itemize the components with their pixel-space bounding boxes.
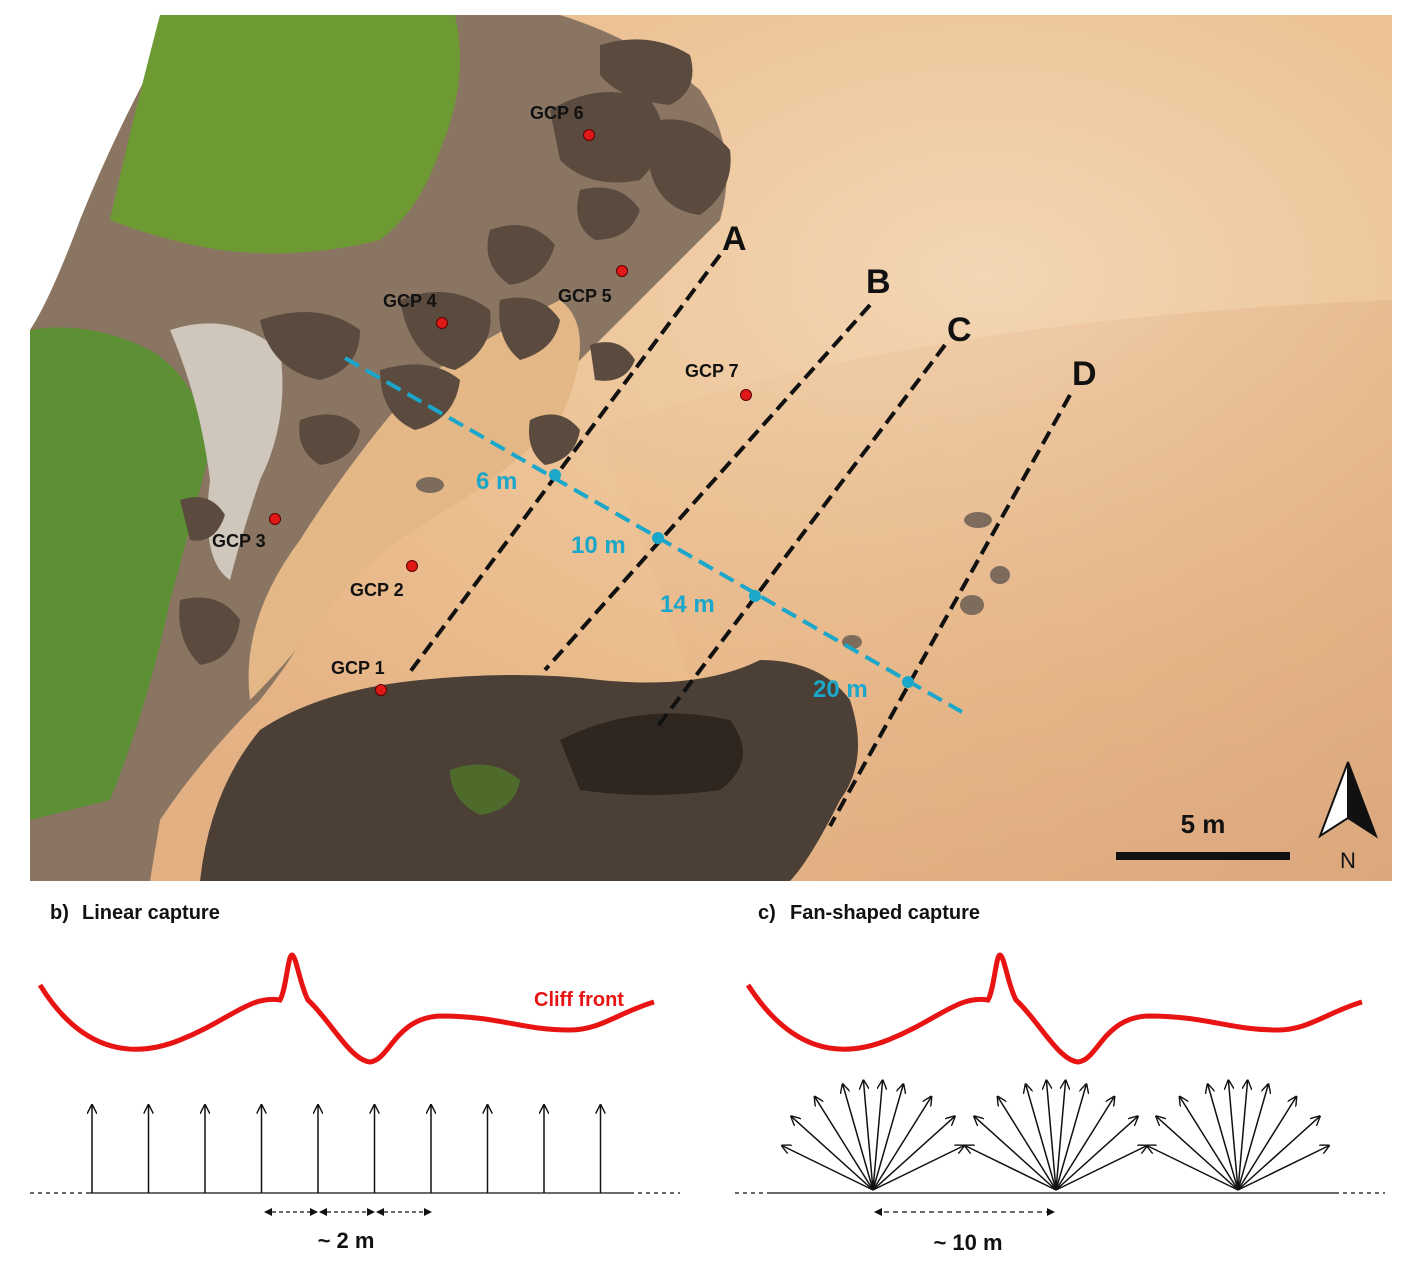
panel-c-title: Fan-shaped capture <box>790 902 980 924</box>
fan-capture-arrow <box>1237 1116 1320 1191</box>
fan-capture-arrow <box>1237 1097 1296 1191</box>
panel-a: a) <box>30 15 1392 881</box>
distance-point-c <box>749 590 761 602</box>
distance-label-a: 6 m <box>476 468 517 495</box>
fan-capture-arrow <box>1055 1080 1066 1191</box>
distance-points <box>549 469 914 688</box>
fan-capture-arrow <box>863 1080 874 1191</box>
fan-capture-arrow <box>1237 1146 1329 1191</box>
gcp-markers <box>269 129 752 696</box>
cliff-front-curve-linear <box>37 952 655 1065</box>
fan-capture-arrow <box>1237 1080 1248 1191</box>
transect-lines <box>408 253 1072 827</box>
transect-a-label: A <box>722 220 747 258</box>
transect-d-line <box>828 394 1072 827</box>
panel-c: c) Fan-shaped capture ~ 10 m <box>735 902 1385 1255</box>
fan-capture-arrow <box>974 1116 1057 1191</box>
linear-capture-arrows <box>92 1105 601 1193</box>
fan-capture-arrow <box>872 1080 883 1191</box>
fan-capture-arrow <box>1156 1116 1239 1191</box>
gcp1-marker <box>375 684 387 696</box>
distance-label-c: 14 m <box>660 591 715 618</box>
gcp2-marker <box>406 560 418 572</box>
fan-capture-arrow <box>843 1084 874 1191</box>
linear-spacing-label: ~ 2 m <box>318 1228 375 1253</box>
boulders-beach <box>416 477 1010 649</box>
fan-capture-arrow <box>1180 1097 1239 1191</box>
fan-capture-arrow <box>1026 1084 1057 1191</box>
gcp6-marker <box>583 129 595 141</box>
transect-letters: A B C D <box>722 220 1097 393</box>
fan-capture-arrow <box>1147 1146 1239 1191</box>
cliff-front-curve-fan <box>745 952 1363 1065</box>
distance-point-d <box>902 676 914 688</box>
fan-capture-arrow <box>998 1097 1057 1191</box>
fan-capture-arrow <box>1055 1116 1138 1191</box>
fan-capture-arrow <box>1055 1146 1147 1191</box>
gcp5-label: GCP 5 <box>558 286 612 306</box>
gcp7-label: GCP 7 <box>685 361 739 381</box>
panel-b: b) Linear capture Cliff front ~ 2 m <box>30 902 680 1253</box>
vegetation-top <box>110 15 460 254</box>
transect-b-label: B <box>866 263 891 301</box>
fan-capture-arrow <box>782 1146 874 1191</box>
algae-patch <box>450 764 520 815</box>
gcp5-marker <box>616 265 628 277</box>
distance-point-a <box>549 469 561 481</box>
gcp3-label: GCP 3 <box>212 531 266 551</box>
fan-capture-arrow <box>1228 1080 1239 1191</box>
gcp3-marker <box>269 513 281 525</box>
map-corner-blank <box>30 15 180 330</box>
sandy-gully <box>248 300 581 700</box>
panel-b-title: Linear capture <box>82 902 220 924</box>
distance-label-b: 10 m <box>571 532 626 559</box>
transect-c-line <box>653 343 947 732</box>
fan-capture-arrow <box>1046 1080 1057 1191</box>
rock-shadow <box>560 713 743 795</box>
distance-label-d: 20 m <box>813 676 868 703</box>
rock-blocks-top <box>179 39 731 665</box>
distance-point-b <box>652 532 664 544</box>
transect-d-label: D <box>1072 355 1097 393</box>
transect-a-line <box>408 253 722 674</box>
aerial-photo <box>30 15 1392 881</box>
north-label: N <box>1340 848 1356 873</box>
fan-spacing-label: ~ 10 m <box>933 1230 1002 1255</box>
fan-capture-arrow <box>791 1116 874 1191</box>
gcp4-label: GCP 4 <box>383 291 437 311</box>
fan-capture-arrow <box>872 1146 964 1191</box>
fan-capture-arrow <box>872 1097 931 1191</box>
north-arrow-icon: N <box>1317 761 1379 873</box>
pebble-patch <box>170 323 283 580</box>
gcp-labels: GCP 1 GCP 2 GCP 3 GCP 4 GCP 5 GCP 6 GCP … <box>212 103 739 678</box>
scale-bar-label: 5 m <box>1181 809 1226 839</box>
panel-b-label: b) <box>50 902 69 924</box>
transect-c-label: C <box>947 311 972 349</box>
fan-capture-arrow <box>872 1116 955 1191</box>
cliff-front-label: Cliff front <box>534 989 624 1011</box>
fan-capture-arrow <box>1208 1084 1239 1191</box>
transect-b-line <box>543 303 872 672</box>
gcp1-label: GCP 1 <box>331 658 385 678</box>
panel-c-label: c) <box>758 902 776 924</box>
gcp7-marker <box>740 389 752 401</box>
fan-capture-arrow <box>965 1146 1057 1191</box>
vegetation-left <box>30 327 210 820</box>
fan-capture-arrow <box>1055 1097 1114 1191</box>
fan-capture-arrows <box>782 1080 1329 1191</box>
fan-capture-arrow <box>872 1084 903 1191</box>
scale-bar: 5 m <box>1116 809 1290 860</box>
gcp2-label: GCP 2 <box>350 580 404 600</box>
gcp6-label: GCP 6 <box>530 103 584 123</box>
fan-capture-arrow <box>815 1097 874 1191</box>
gcp4-marker <box>436 317 448 329</box>
fan-capture-arrow <box>1237 1084 1268 1191</box>
fan-capture-arrow <box>1055 1084 1086 1191</box>
distance-labels: 6 m 10 m 14 m 20 m <box>476 468 868 703</box>
